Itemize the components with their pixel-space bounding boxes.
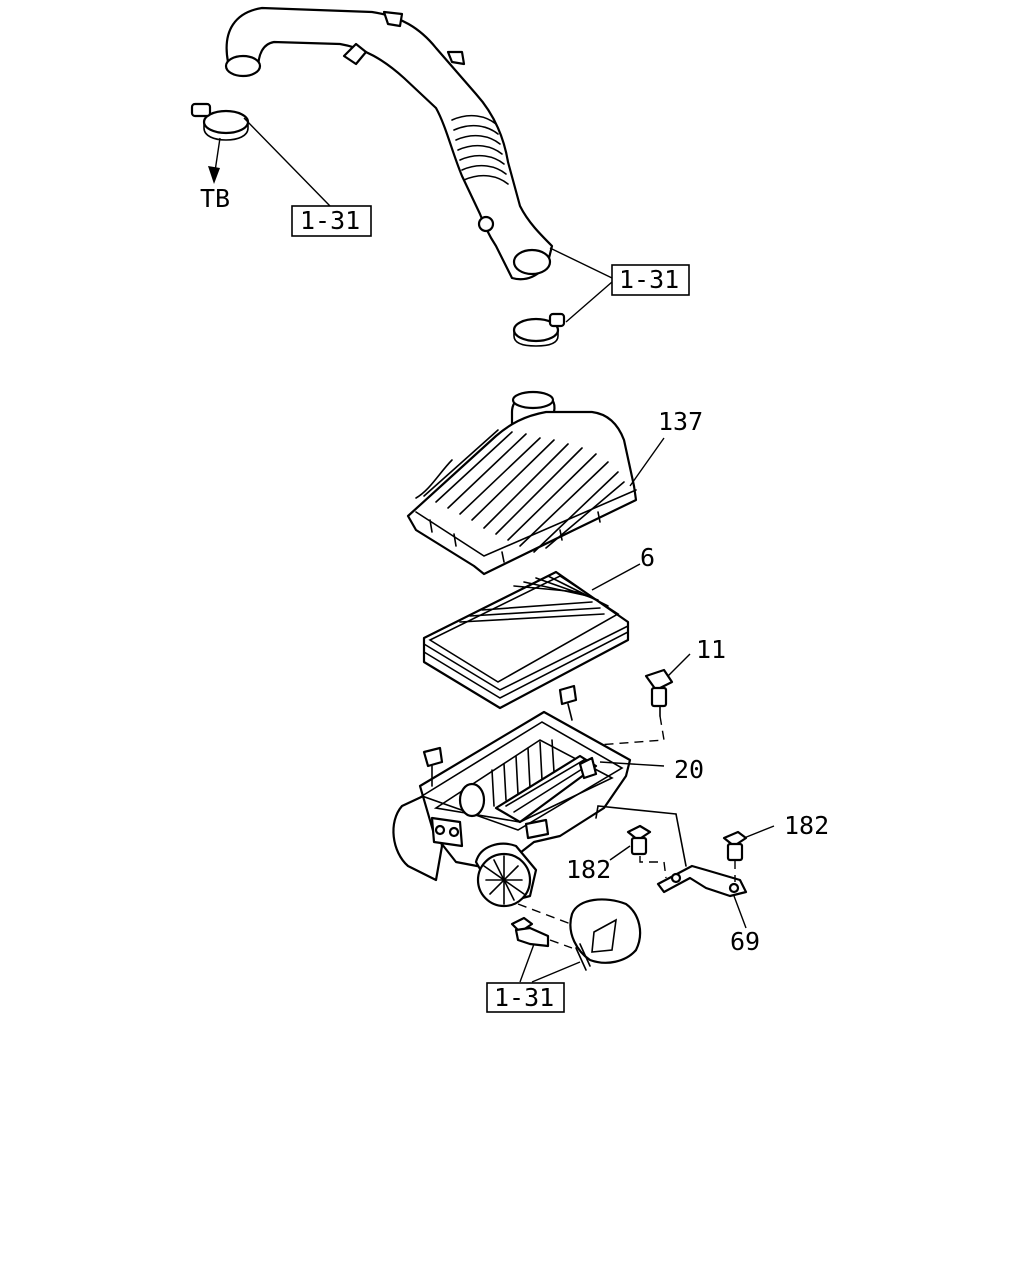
callout-clip: 11 bbox=[696, 635, 726, 664]
reference-label-upper-right: 1-31 bbox=[619, 265, 679, 294]
bracket bbox=[595, 805, 748, 898]
bolt-right bbox=[722, 830, 748, 882]
intake-duct bbox=[224, 6, 554, 281]
outlet-duct bbox=[569, 898, 642, 971]
bolt-left bbox=[626, 824, 652, 856]
hose-clamp-upper bbox=[190, 102, 250, 141]
air-cleaner-element bbox=[422, 570, 630, 710]
callout-case: 20 bbox=[674, 755, 704, 784]
hose-clamp-lower bbox=[512, 312, 566, 347]
air-cleaner-case bbox=[392, 684, 632, 908]
callout-bracket: 69 bbox=[730, 927, 760, 956]
callout-bolt-right: 182 bbox=[784, 811, 829, 840]
callout-cover: 137 bbox=[658, 407, 703, 436]
reference-box-upper-right[interactable]: 1-31 bbox=[549, 247, 690, 323]
to-label: TB bbox=[200, 184, 230, 213]
air-cleaner-cover bbox=[406, 390, 638, 576]
reference-box-upper-left[interactable]: 1-31 bbox=[243, 117, 372, 237]
reference-box-bottom[interactable]: 1-31 bbox=[486, 943, 581, 1013]
callout-element: 6 bbox=[640, 543, 655, 572]
reference-label-bottom: 1-31 bbox=[494, 983, 554, 1012]
callout-bolt-left: 182 bbox=[566, 855, 611, 884]
outlet-bolt bbox=[510, 916, 573, 949]
reference-label-upper-left: 1-31 bbox=[300, 206, 360, 235]
to-arrow bbox=[208, 137, 221, 184]
clip bbox=[644, 668, 674, 717]
